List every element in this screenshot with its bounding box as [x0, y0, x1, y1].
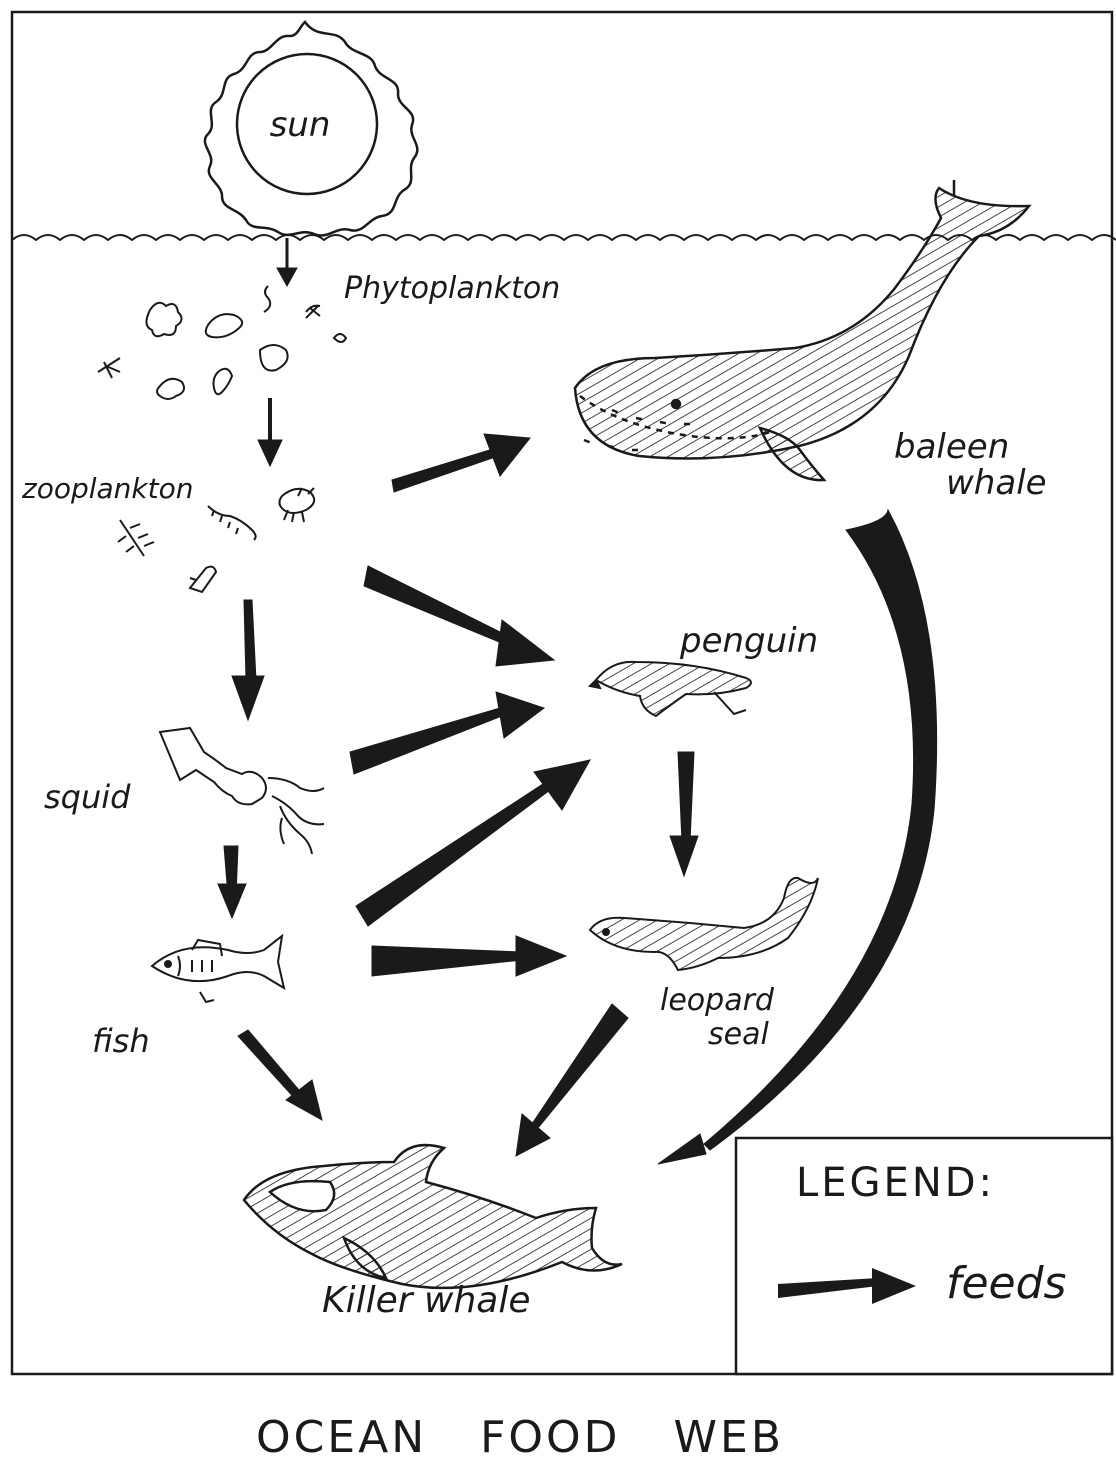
- phytoplankton-label: Phytoplankton: [344, 271, 560, 306]
- legend-feeds-label: feeds: [946, 1258, 1066, 1309]
- svg-text:leopard: leopard: [660, 983, 775, 1018]
- fish-label: fish: [92, 1022, 150, 1060]
- zooplankton-label: zooplankton: [21, 472, 194, 505]
- legend-heading: LEGEND:: [796, 1160, 995, 1206]
- svg-text:whale: whale: [946, 463, 1047, 503]
- svg-text:baleen: baleen: [894, 427, 1009, 467]
- penguin-label: penguin: [679, 621, 818, 661]
- killer-whale-label: Killer whale: [322, 1280, 530, 1321]
- diagram-title: OCEAN FOOD WEB: [256, 1412, 784, 1463]
- squid-label: squid: [44, 778, 131, 816]
- sun-label: sun: [270, 105, 331, 145]
- svg-text:seal: seal: [708, 1017, 769, 1052]
- legend: LEGEND: feeds: [736, 1138, 1112, 1374]
